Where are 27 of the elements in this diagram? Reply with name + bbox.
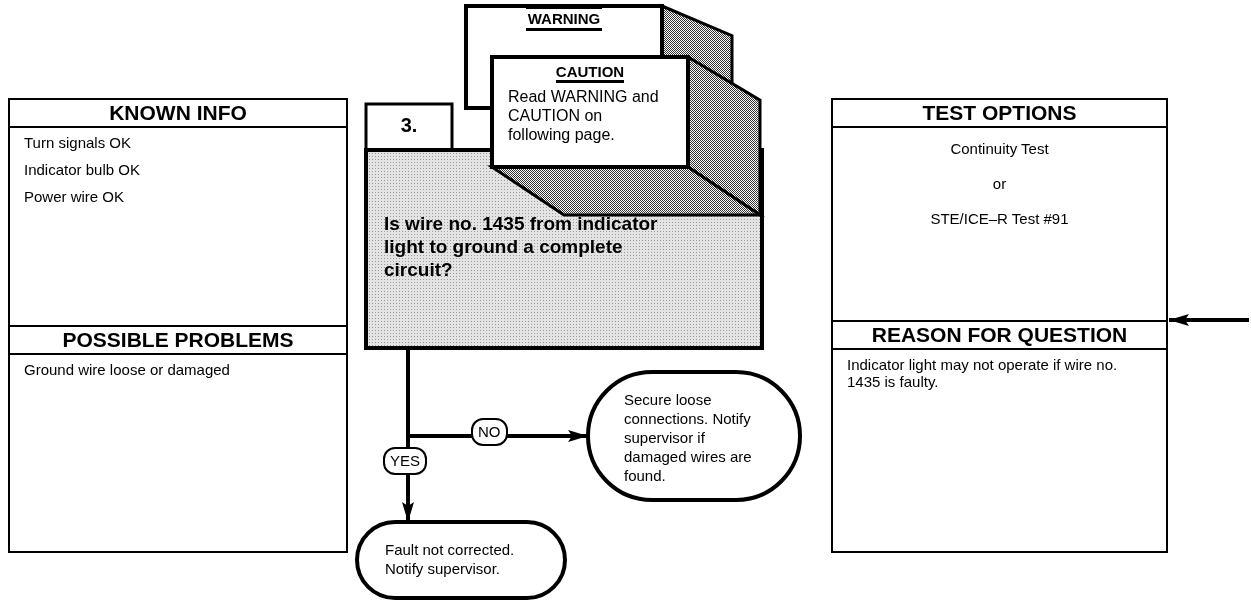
info-panel bbox=[831, 98, 1168, 322]
panel-heading: TEST OPTIONS bbox=[833, 100, 1166, 128]
panel-text: STE/ICE–R Test #91 bbox=[929, 210, 1070, 227]
caution-text: Read WARNING and CAUTION on following page. bbox=[508, 87, 660, 144]
terminal-text: Secure loose connections. Notify supervisor if damaged wires are found. bbox=[624, 390, 753, 485]
info-panel bbox=[831, 320, 1168, 553]
panel-text: Continuity Test bbox=[949, 140, 1050, 157]
arrow bbox=[1169, 314, 1249, 326]
edge-label: YES bbox=[383, 447, 427, 475]
terminal-text: Fault not corrected. Notify supervisor. bbox=[385, 540, 516, 578]
arrow bbox=[402, 348, 414, 522]
panel-text: Indicator light may not operate if wire no. 1435 is faulty. bbox=[847, 356, 1119, 390]
panel-text: Turn signals OK bbox=[24, 134, 132, 151]
info-panel bbox=[8, 325, 348, 553]
panel-heading: KNOWN INFO bbox=[10, 100, 346, 128]
panel-text: Ground wire loose or damaged bbox=[24, 361, 231, 378]
caution-heading: CAUTION bbox=[555, 63, 625, 83]
question-text: Is wire no. 1435 from indicator light to ground a complete circuit? bbox=[384, 212, 659, 281]
panel-text: Indicator bulb OK bbox=[24, 161, 141, 178]
info-panel bbox=[8, 98, 348, 327]
panel-heading: POSSIBLE PROBLEMS bbox=[10, 327, 346, 355]
warning-heading: WARNING bbox=[525, 6, 603, 31]
panel-heading: REASON FOR QUESTION bbox=[833, 322, 1166, 350]
panel-text: Power wire OK bbox=[24, 188, 126, 205]
edge-label: NO bbox=[471, 418, 508, 446]
panel-text: or bbox=[991, 175, 1008, 192]
step-number: 3. bbox=[399, 114, 419, 137]
